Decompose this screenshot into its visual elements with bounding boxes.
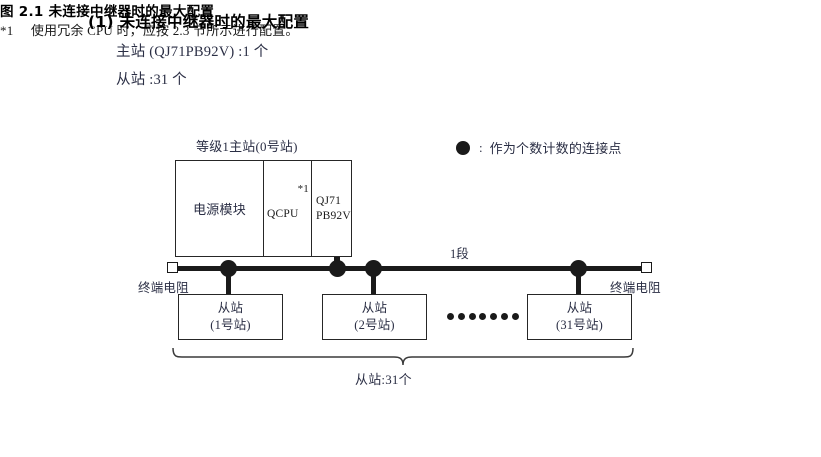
connection-point-dot-icon [329,260,346,277]
spec-slave-station: 从站 :31 个 [116,72,187,88]
ellipsis-dot-icon [468,313,476,320]
terminator-left-label: 终端电阻 [138,281,189,295]
ellipsis-dot-icon [457,313,465,320]
ellipsis-dot-icon [490,313,498,320]
ellipsis-dot-icon [447,313,454,320]
filled-circle-icon [456,140,470,155]
segment-label: 1段 [450,247,469,261]
terminator-right-label: 终端电阻 [610,281,661,295]
slave-station-box: 从站 (1号站) [178,294,283,340]
power-module-cell: 电源模块 [176,161,264,256]
connection-point-dot-icon [220,260,237,277]
slave-drop-line [576,274,581,294]
legend: : 作为个数计数的连接点 [456,138,622,157]
ellipsis-dots-icon [447,313,519,320]
power-module-label: 电源模块 [193,202,246,217]
master-station-caption: 等级1主站(0号站) [196,139,298,154]
legend-colon: : [479,139,483,155]
pb92v-module-label-line1: QJ71 [316,195,342,208]
ellipsis-dot-icon [511,313,519,320]
network-bus-line [172,266,646,271]
slave-group-brace [172,347,634,366]
master-station-rack: 电源模块 QCPU *1 QJ71 PB92V [175,160,352,257]
pb92v-module-label-line2: PB92V [316,209,351,222]
slave-station-title: 从站 [566,301,593,316]
pb92v-module-cell: QJ71 PB92V [312,161,351,256]
ellipsis-dot-icon [479,313,487,320]
spec-master-station: 主站 (QJ71PB92V) :1 个 [116,44,269,60]
slave-station-box: 从站 (31号站) [527,294,632,340]
section-title-text: 未连接中继器时的最大配置 [119,13,310,31]
terminator-right-icon [641,262,652,273]
slave-station-box: 从站 (2号站) [322,294,427,340]
qcpu-footnote-marker: *1 [297,183,309,195]
qcpu-label: QCPU [267,207,299,220]
legend-text: 作为个数计数的连接点 [489,141,622,156]
connection-point-dot-icon [365,260,382,277]
heading-section: (1) 未连接中继器时的最大配置 主站 (QJ71PB92V) :1 个 从站 … [88,10,688,89]
footnote-text: 使用冗余 CPU 时，应按 2.3 节所示进行配置。 [30,23,299,38]
slave-station-number: (2号站) [354,318,395,332]
figure-caption: 图 2.1 未连接中继器时的最大配置 [0,4,215,20]
slave-drop-line [226,274,231,294]
terminator-left-icon [167,262,178,273]
qcpu-cell: QCPU *1 [264,161,312,256]
ellipsis-dot-icon [501,313,509,320]
slave-station-number: (1号站) [210,318,251,332]
footnote: *1 使用冗余 CPU 时，应按 2.3 节所示进行配置。 [0,20,821,39]
slave-station-title: 从站 [217,301,244,316]
section-number: (1) [88,13,114,31]
connection-point-dot-icon [570,260,587,277]
slave-station-number: (31号站) [555,318,604,332]
page-title: (1) 未连接中继器时的最大配置 [88,10,688,32]
slave-group-label: 从站:31个 [355,372,412,387]
slave-station-title: 从站 [361,301,388,316]
slave-drop-line [371,274,376,294]
footnote-marker: *1 [0,23,14,38]
